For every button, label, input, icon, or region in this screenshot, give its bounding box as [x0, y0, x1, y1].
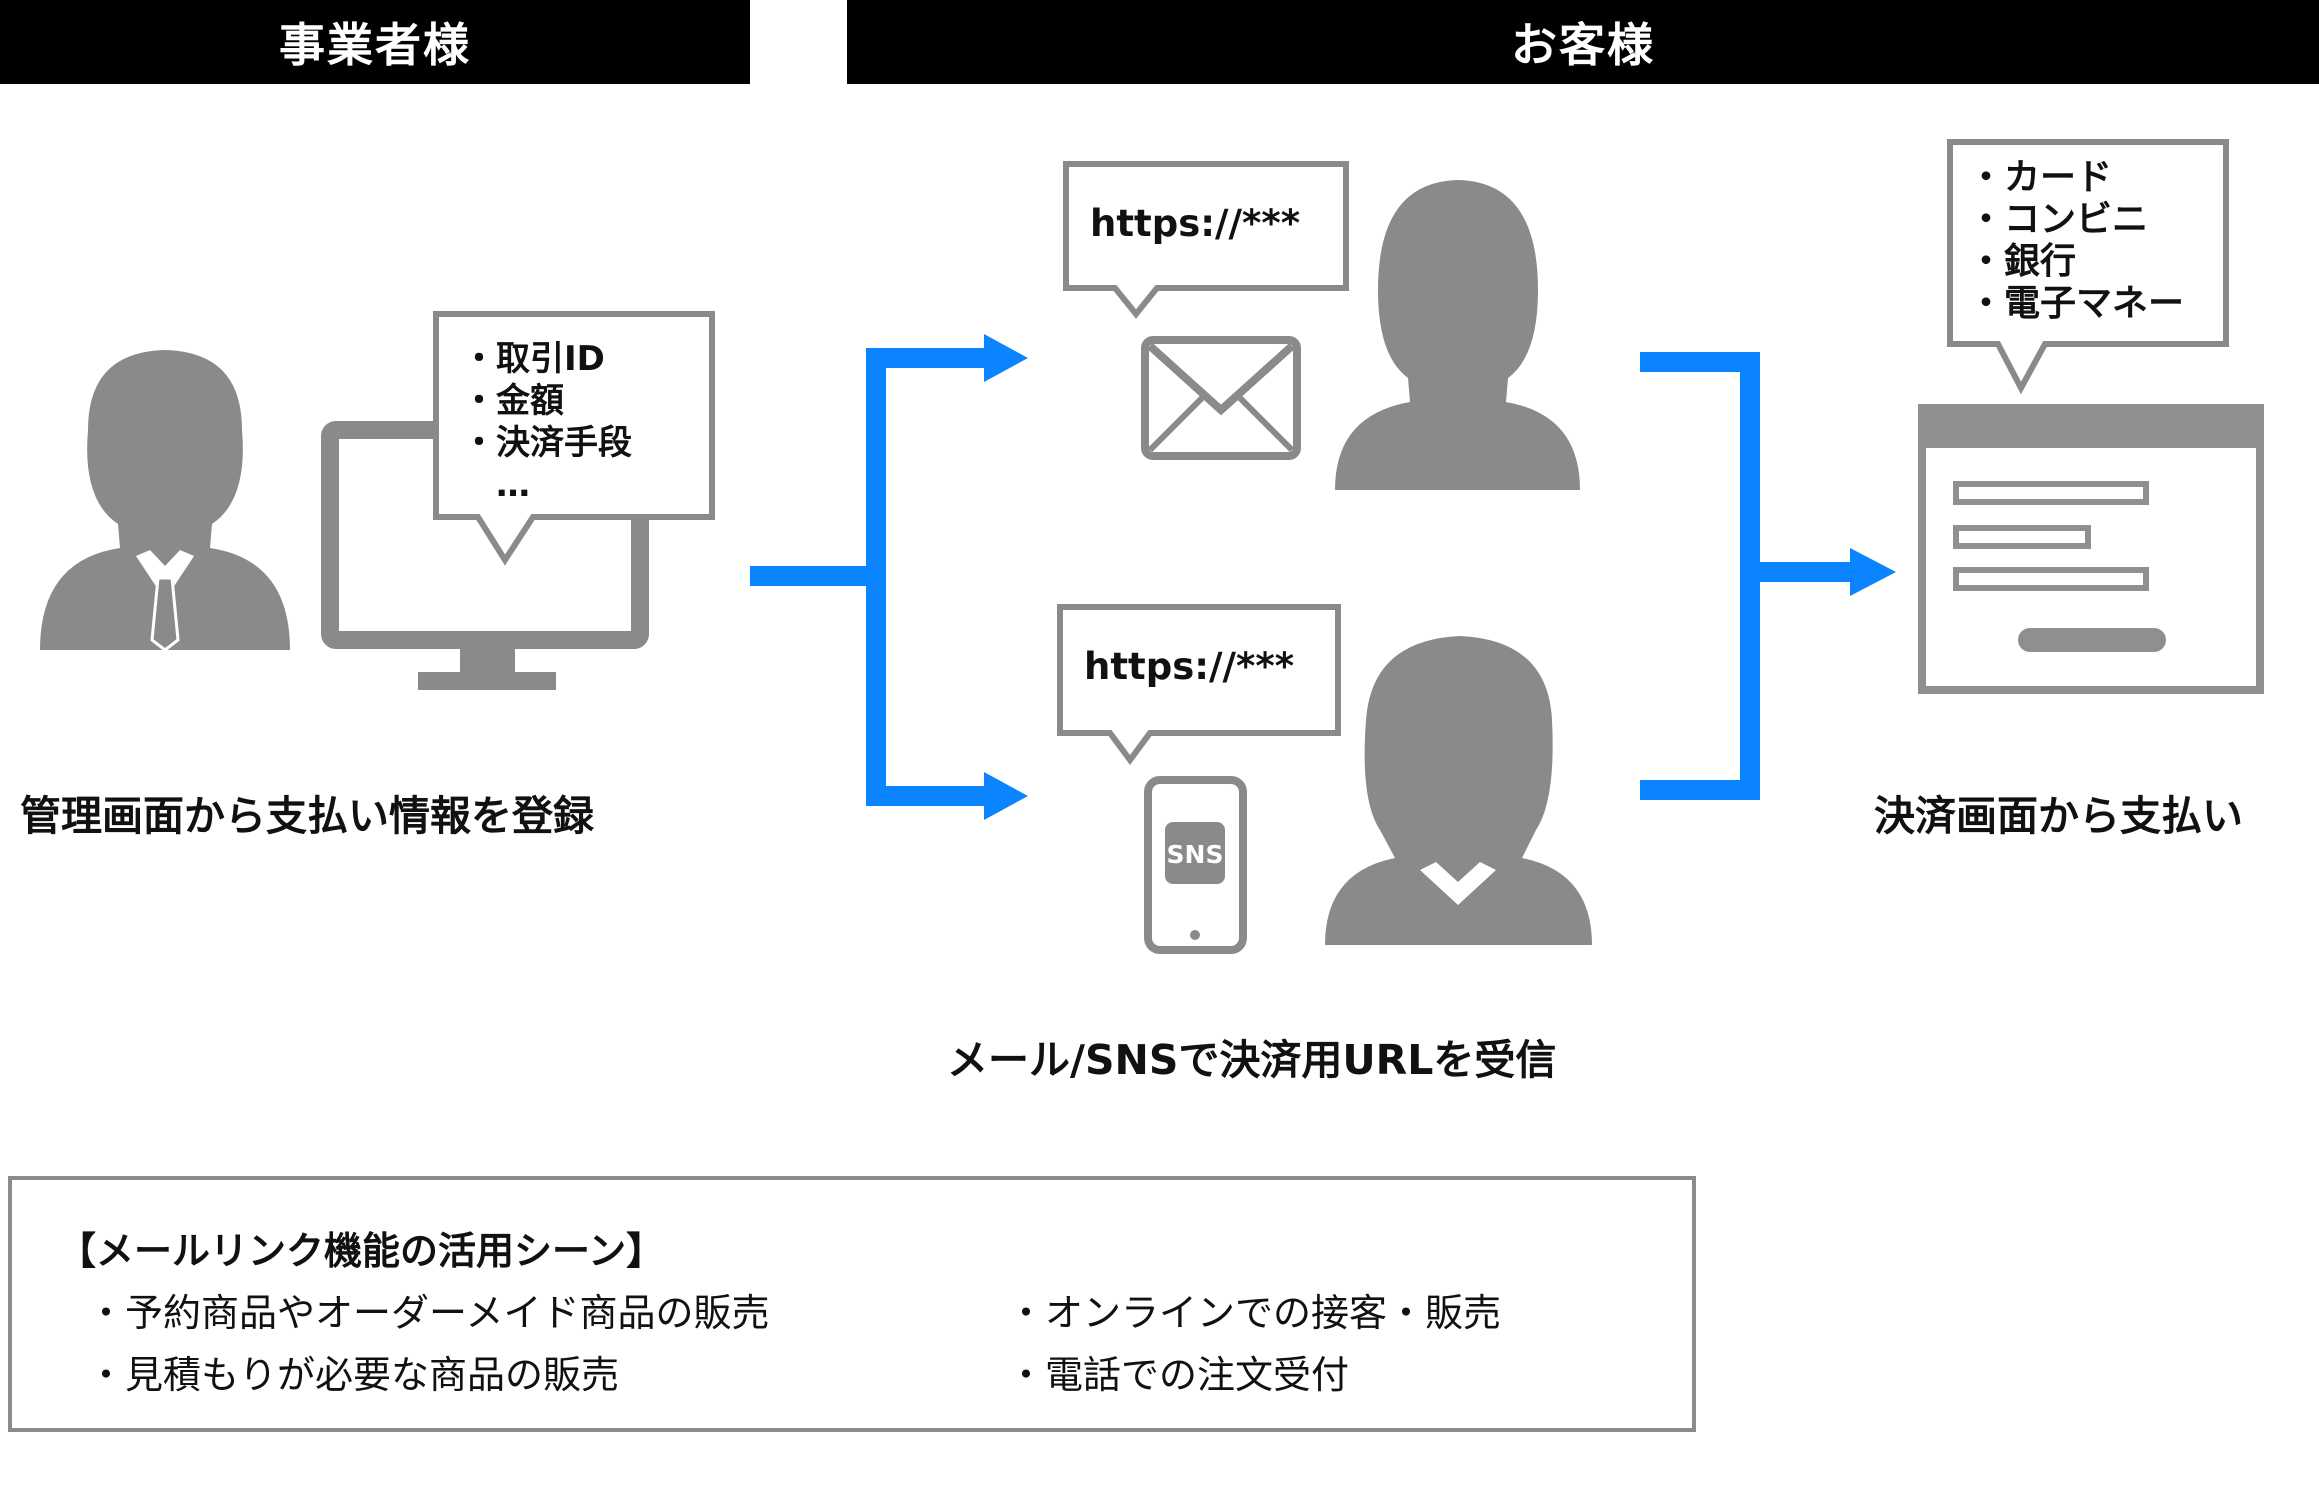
usecase-item: ・見積もりが必要な商品の販売 [87, 1353, 620, 1397]
merchant-bubble-text: ・取引ID ・金額 ・決済手段 … [462, 339, 632, 505]
business-header: 事業者様 [0, 0, 750, 84]
payment-caption: 決済画面から支払い [1874, 792, 2243, 840]
customer-header-label: お客様 [1511, 18, 1655, 72]
customer-header: お客様 [847, 0, 2319, 84]
payment-methods-bubble [1947, 139, 2229, 395]
merchant-caption: 管理画面から支払い情報を登録 [20, 792, 594, 840]
bubble-line: ・カード [1968, 157, 2113, 198]
man-customer-icon [1335, 180, 1580, 490]
bubble-line: ・決済手段 [462, 423, 632, 463]
sns-label: SNS [1166, 840, 1224, 869]
merge-arrow-icon [1640, 352, 1896, 800]
usecase-item: ・予約商品やオーダーメイド商品の販売 [87, 1291, 770, 1335]
usecase-title: 【メールリンク機能の活用シーン】 [58, 1229, 665, 1273]
usecase-box: 【メールリンク機能の活用シーン】 ・予約商品やオーダーメイド商品の販売 ・見積も… [8, 1176, 1696, 1432]
usecase-item: ・電話での注文受付 [1007, 1353, 1350, 1397]
business-header-label: 事業者様 [279, 18, 471, 72]
bubble-line: ・コンビニ [1968, 199, 2149, 240]
sns-url-text: https://*** [1084, 645, 1295, 688]
bubble-line: … [462, 465, 530, 505]
smartphone-icon [1144, 776, 1247, 954]
merchant-person-icon [40, 350, 290, 652]
woman-customer-icon [1325, 636, 1592, 945]
envelope-icon [1141, 336, 1301, 460]
usecase-item: ・オンラインでの接客・販売 [1007, 1291, 1502, 1335]
bubble-line: ・銀行 [1968, 241, 2077, 282]
middle-caption: メール/SNSで決済用URLを受信 [947, 1036, 1557, 1084]
bubble-line: ・金額 [462, 381, 564, 421]
sns-url-bubble [1057, 604, 1341, 766]
mail-url-bubble [1063, 161, 1349, 319]
payment-screen-icon [1918, 404, 2264, 694]
split-arrow-icon [750, 334, 1028, 820]
mail-url-text: https://*** [1090, 202, 1301, 245]
merchant-speech-bubble [433, 311, 715, 566]
bubble-line: ・取引ID [462, 339, 605, 379]
payment-bubble-text: ・カード ・コンビニ ・銀行 ・電子マネー [1968, 160, 2184, 328]
bubble-line: ・電子マネー [1968, 283, 2185, 324]
